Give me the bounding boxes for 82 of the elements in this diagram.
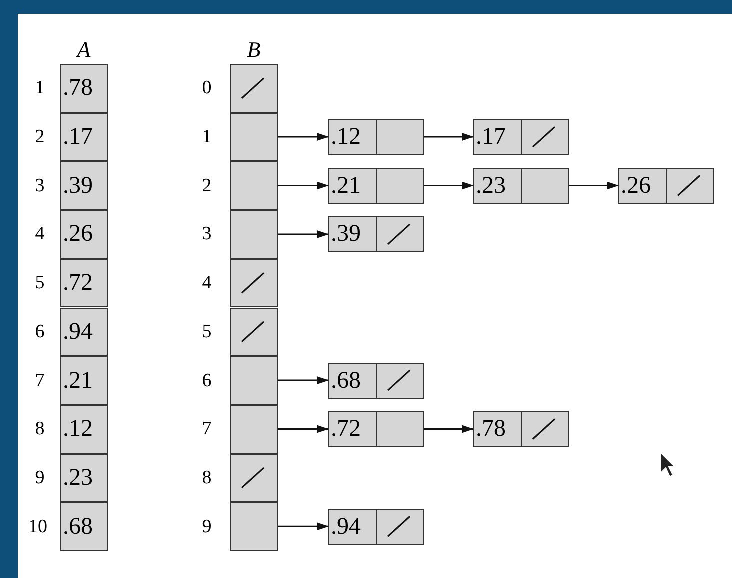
array-cell xyxy=(60,161,108,210)
index-number: 1 xyxy=(35,78,45,98)
array-cell xyxy=(230,258,278,308)
list-node-box xyxy=(473,119,569,156)
array-cell xyxy=(60,210,108,259)
index-number: 8 xyxy=(202,468,212,488)
index-number: 1 xyxy=(202,128,212,147)
arrow xyxy=(278,133,329,142)
arrow xyxy=(278,182,329,190)
cell-value: .17 xyxy=(476,125,506,150)
cell-value: .12 xyxy=(331,125,361,150)
cell-value: .72 xyxy=(331,417,361,442)
cell-value: .68 xyxy=(63,514,93,539)
cell-value: .94 xyxy=(331,514,361,539)
array-cell xyxy=(60,112,108,162)
list-node-box xyxy=(473,411,569,448)
list-node-box xyxy=(328,508,424,545)
arrow xyxy=(424,425,474,434)
cell-value: .12 xyxy=(63,417,93,442)
arrow xyxy=(569,182,619,190)
index-number: 2 xyxy=(35,128,45,147)
cell-value: .17 xyxy=(63,125,93,150)
index-number: 3 xyxy=(202,224,212,244)
list-node-box xyxy=(618,168,714,204)
index-number: 6 xyxy=(202,371,212,390)
array-cell xyxy=(60,308,108,356)
cell-value: .21 xyxy=(63,368,93,393)
cell-value: .68 xyxy=(331,368,361,393)
cell-value: .39 xyxy=(63,174,93,198)
list-node-box xyxy=(328,216,424,252)
list-node-box xyxy=(328,362,424,399)
index-number: 10 xyxy=(28,517,48,536)
list-node-box xyxy=(328,168,424,204)
index-number: 4 xyxy=(202,274,212,293)
array-cell xyxy=(230,356,278,405)
cell-value: .26 xyxy=(621,174,651,198)
array-cell xyxy=(230,308,278,356)
arrow xyxy=(424,182,474,190)
list-node-box xyxy=(473,168,569,204)
index-number: 9 xyxy=(35,468,45,488)
array-cell xyxy=(60,502,108,551)
arrow xyxy=(424,133,474,142)
cell-value: .26 xyxy=(63,222,93,246)
index-number: 4 xyxy=(35,224,45,244)
arrow xyxy=(278,425,329,434)
index-number: 5 xyxy=(35,274,45,293)
cell-value: .23 xyxy=(476,174,506,198)
cell-value: .78 xyxy=(63,76,93,100)
index-number: 8 xyxy=(35,420,45,439)
array-cell xyxy=(60,404,108,454)
arrow xyxy=(278,376,329,385)
array-cell xyxy=(60,454,108,502)
cell-value: .23 xyxy=(63,466,93,490)
array-cell xyxy=(60,64,108,113)
array-cell xyxy=(60,258,108,308)
array-cell xyxy=(60,356,108,405)
arrow xyxy=(278,522,329,531)
array-cell xyxy=(230,404,278,454)
array-name: A xyxy=(77,39,91,61)
array-name: B xyxy=(247,39,261,61)
index-number: 5 xyxy=(202,322,212,342)
array-cell xyxy=(230,502,278,551)
index-number: 9 xyxy=(202,517,212,536)
cell-value: .72 xyxy=(63,271,93,296)
array-cell xyxy=(230,210,278,259)
index-number: 7 xyxy=(202,420,212,439)
index-number: 7 xyxy=(35,371,45,390)
index-number: 3 xyxy=(35,176,45,196)
index-number: 0 xyxy=(202,78,212,98)
cell-value: .39 xyxy=(331,222,361,246)
arrow xyxy=(278,230,329,238)
list-node-box xyxy=(328,119,424,156)
index-number: 2 xyxy=(202,176,212,196)
list-node-box xyxy=(328,411,424,448)
array-cell xyxy=(230,161,278,210)
array-cell xyxy=(230,112,278,162)
index-number: 6 xyxy=(35,322,45,342)
array-cell xyxy=(230,454,278,502)
array-cell xyxy=(230,64,278,113)
cell-value: .78 xyxy=(476,417,506,442)
cell-value: .21 xyxy=(331,174,361,198)
cell-value: .94 xyxy=(63,320,93,344)
